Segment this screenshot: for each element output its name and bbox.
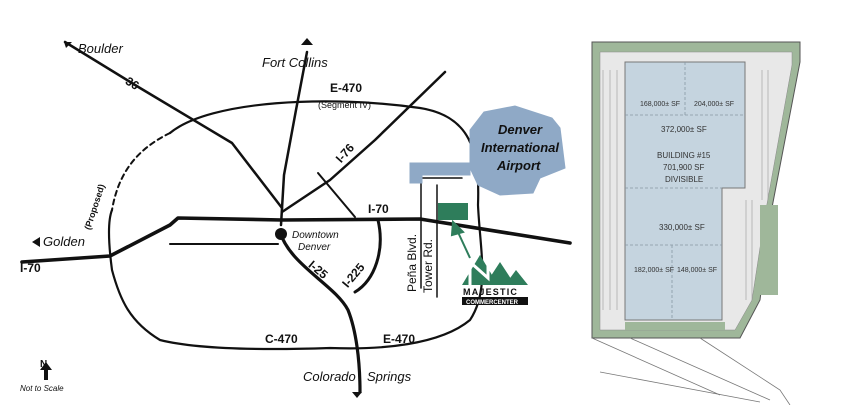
airport-name-line2: International: [481, 140, 559, 155]
label-i70-west: I-70: [20, 261, 41, 275]
north-label: N: [40, 359, 47, 370]
majestic-site-marker: [438, 203, 468, 220]
logo-text-majestic: MAJESTIC: [463, 287, 518, 297]
road-i70: [20, 216, 572, 264]
building-divisions: [625, 62, 745, 320]
unit-182k: 182,000± SF: [634, 267, 674, 274]
label-denver: Denver: [298, 242, 331, 253]
label-downtown: Downtown: [292, 230, 339, 241]
grass-strip: [625, 322, 725, 330]
arrow-left-icon: [32, 237, 40, 247]
road-i225: [353, 218, 382, 294]
label-e470-bottom: E-470: [383, 332, 415, 346]
label-segment-iv: (Segment IV): [318, 100, 371, 110]
road-i76: [280, 70, 447, 214]
label-boulder: Boulder: [78, 41, 123, 56]
label-tower-rd: Tower Rd.: [421, 239, 435, 293]
unit-168k: 168,000± SF: [640, 101, 680, 108]
unit-330k: 330,000± SF: [659, 223, 705, 232]
road-i25-south: [278, 230, 362, 394]
downtown-denver-marker: [275, 228, 287, 240]
label-i70-east: I-70: [368, 202, 389, 216]
label-golden: Golden: [43, 234, 85, 249]
unit-204k: 204,000± SF: [694, 101, 734, 108]
road-us36: [63, 40, 284, 210]
label-e470-top: E-470: [330, 81, 362, 95]
label-fort-collins: Fort Collins: [262, 55, 328, 70]
building-divisible: DIVISIBLE: [665, 175, 703, 184]
north-arrow-icon: [40, 362, 52, 380]
parking-stalls: [602, 70, 769, 310]
not-to-scale-note: Not to Scale: [20, 384, 64, 393]
label-springs: Springs: [367, 369, 412, 384]
building-area: 701,900 SF: [663, 163, 704, 172]
building-name: BUILDING #15: [657, 151, 711, 160]
airport-area: [409, 105, 566, 196]
beltway-loop: [107, 100, 484, 351]
arrow-up-left-icon: [64, 42, 72, 48]
label-pena-blvd: Peña Blvd.: [405, 234, 419, 292]
label-c470: C-470: [265, 332, 298, 346]
logo-text-commercenter: COMMERCENTER: [466, 300, 519, 306]
arrow-up-icon: [301, 38, 313, 45]
arrow-down-icon: [352, 392, 362, 398]
label-colorado: Colorado: [303, 369, 356, 384]
road-i25-north: [279, 50, 309, 227]
unit-148k: 148,000± SF: [677, 267, 717, 274]
airport-name-line1: Denver: [498, 122, 543, 137]
grass-island: [760, 205, 778, 295]
airport-name-line3: Airport: [496, 158, 541, 173]
unit-372k: 372,000± SF: [661, 125, 707, 134]
majestic-logo: MAJESTIC COMMERCENTER: [462, 255, 528, 306]
proposed-segment: [111, 132, 171, 211]
location-map: Boulder Fort Collins Golden Colorado Spr…: [20, 38, 572, 398]
road-connector: [317, 172, 356, 218]
site-arrow: [450, 219, 471, 259]
site-roads: [591, 337, 791, 405]
